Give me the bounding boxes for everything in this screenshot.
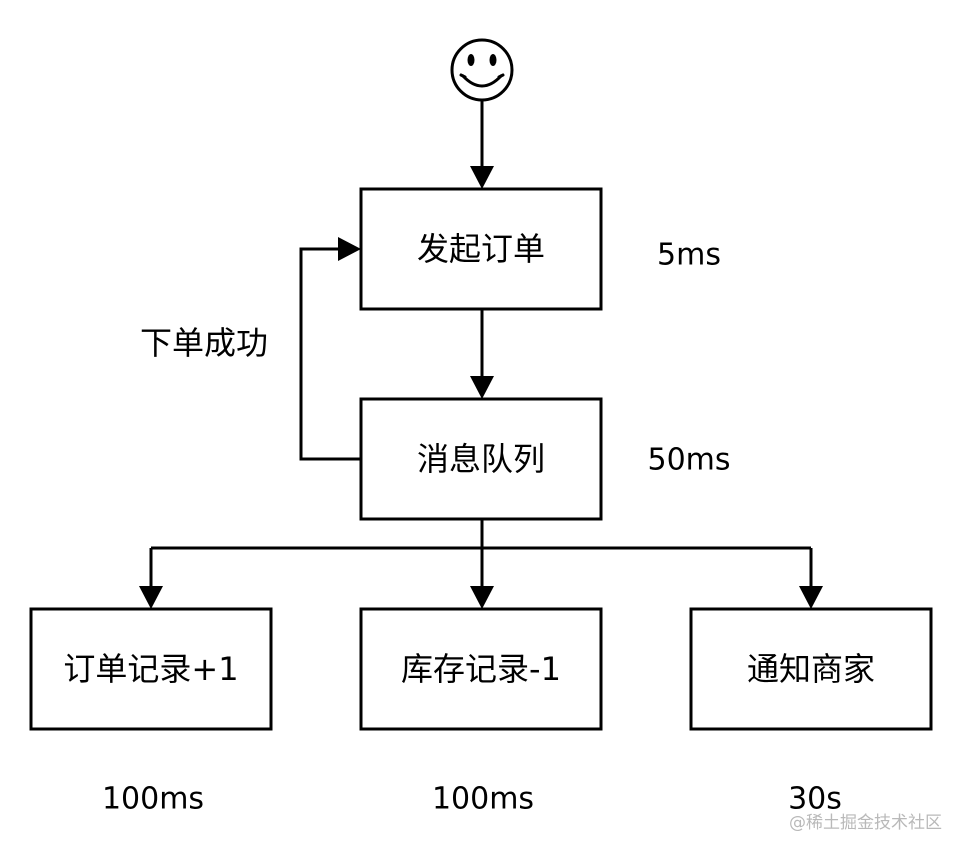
watermark: @稀土掘金技术社区: [789, 813, 942, 833]
node-initiate-order: 发起订单: [359, 187, 603, 311]
node-notify-merchant-label: 通知商家: [747, 650, 875, 688]
node-initiate-order-label: 发起订单: [417, 230, 545, 268]
smiley-face-icon: [450, 38, 514, 102]
node-message-queue: 消息队列: [359, 397, 603, 521]
edge-start-to-initiate-order: [470, 100, 494, 189]
node-notify-merchant: 通知商家: [689, 607, 933, 731]
edge-message-queue-to-branches: [151, 519, 811, 550]
timing-stock-record: 100ms: [432, 782, 534, 817]
edge-message-queue-feedback-to-initiate-order: [299, 237, 361, 461]
timing-notify-merchant: 30s: [788, 782, 842, 817]
edge-label-order-success: 下单成功: [140, 324, 268, 362]
timing-order-record: 100ms: [102, 782, 204, 817]
timing-initiate-order: 5ms: [657, 238, 721, 273]
node-stock-record: 库存记录-1: [359, 607, 603, 731]
timing-message-queue: 50ms: [647, 443, 730, 478]
edge-initiate-order-to-message-queue: [470, 309, 494, 399]
edge-to-order-record: [139, 548, 163, 609]
edge-to-stock-record: [470, 548, 494, 609]
node-message-queue-label: 消息队列: [417, 440, 545, 478]
node-order-record-label: 订单记录+1: [63, 650, 238, 688]
edge-to-notify-merchant: [799, 548, 823, 609]
node-order-record: 订单记录+1: [29, 607, 273, 731]
node-stock-record-label: 库存记录-1: [401, 650, 561, 688]
